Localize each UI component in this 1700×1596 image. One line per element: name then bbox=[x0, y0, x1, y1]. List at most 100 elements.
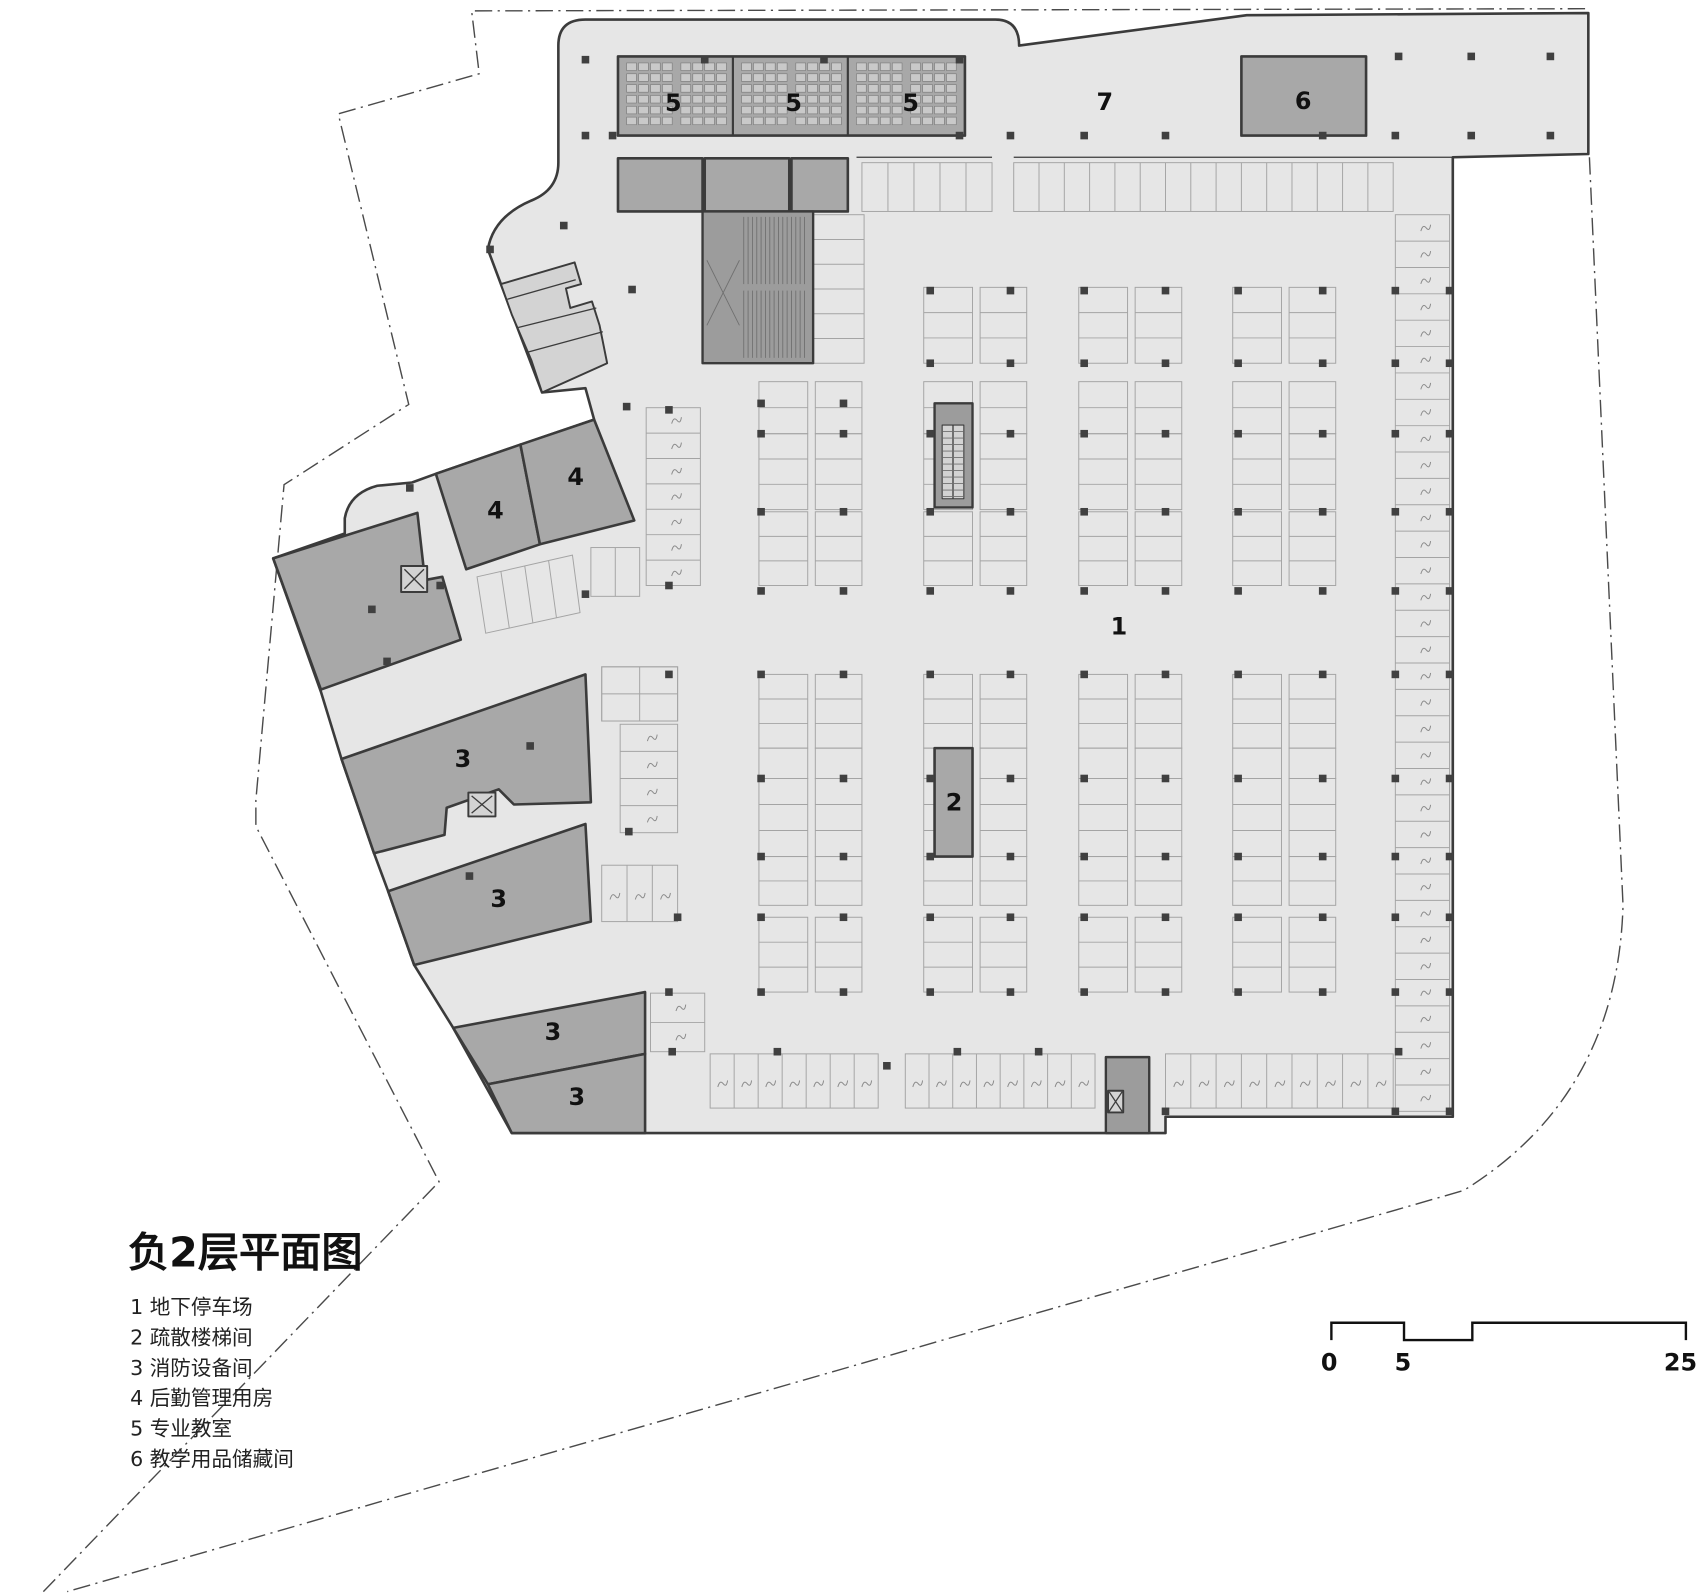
stall-marker-icon bbox=[1198, 1080, 1210, 1088]
classroom-desk bbox=[777, 116, 788, 126]
structural-column bbox=[1445, 587, 1454, 595]
stair-icon bbox=[706, 216, 805, 358]
classroom-desk bbox=[662, 95, 673, 104]
structural-column bbox=[1234, 670, 1242, 679]
stall-marker-icon bbox=[1350, 1080, 1362, 1088]
stall-marker-icon bbox=[1420, 646, 1432, 654]
plan-title: 负2层平面图 bbox=[128, 1228, 363, 1276]
classroom-desk bbox=[807, 73, 818, 82]
parking-stall-block bbox=[1288, 511, 1337, 586]
room-label-logistics: 4 bbox=[567, 463, 584, 491]
structural-column bbox=[955, 55, 964, 64]
classroom-desk bbox=[922, 105, 933, 115]
parking-stall-block bbox=[1288, 433, 1337, 511]
stall-marker-icon bbox=[765, 1080, 777, 1088]
structural-column bbox=[526, 742, 534, 750]
stall-marker-icon bbox=[1078, 1080, 1090, 1088]
structural-column bbox=[955, 131, 964, 140]
structural-column bbox=[1445, 852, 1454, 861]
classroom-desk bbox=[704, 105, 715, 115]
structural-column bbox=[926, 286, 935, 295]
classroom-desk bbox=[680, 116, 691, 126]
stall-marker-icon bbox=[671, 417, 682, 424]
structural-column bbox=[1394, 52, 1403, 61]
parking-stall-block bbox=[1232, 916, 1282, 993]
classroom-desk bbox=[753, 73, 764, 82]
structural-column bbox=[1318, 507, 1327, 516]
structural-column bbox=[1318, 359, 1327, 368]
structural-column bbox=[757, 988, 765, 996]
classroom-desk bbox=[880, 84, 891, 93]
structural-column bbox=[1234, 507, 1242, 516]
parking-stall-block bbox=[1288, 916, 1337, 993]
classroom-desk bbox=[777, 62, 788, 71]
structural-column bbox=[757, 852, 765, 861]
stall-marker-icon bbox=[646, 761, 658, 769]
structural-column bbox=[581, 590, 590, 598]
structural-column bbox=[1034, 1047, 1043, 1056]
stall-marker-icon bbox=[1420, 910, 1432, 917]
stall-marker-icon bbox=[1420, 593, 1432, 601]
structural-column bbox=[1161, 286, 1170, 295]
classroom-desk bbox=[741, 73, 752, 82]
classroom-desk bbox=[704, 84, 715, 93]
structural-column bbox=[926, 774, 935, 783]
classroom-desk bbox=[777, 84, 788, 93]
structural-column bbox=[1318, 286, 1327, 295]
classroom-desk bbox=[680, 95, 691, 104]
classroom-desk bbox=[795, 116, 806, 126]
classroom-desk bbox=[910, 73, 921, 82]
structural-column bbox=[1080, 429, 1088, 438]
structural-column bbox=[1080, 587, 1088, 595]
classroom-desk bbox=[741, 95, 752, 104]
stall-marker-icon bbox=[675, 1033, 687, 1041]
classroom-desk bbox=[765, 95, 776, 104]
structural-column bbox=[1161, 670, 1170, 679]
structural-column bbox=[1080, 507, 1088, 516]
structural-column bbox=[383, 657, 391, 666]
room-label-fire: 3 bbox=[568, 1083, 585, 1111]
classroom-desk bbox=[716, 62, 727, 71]
classroom-desk bbox=[910, 95, 921, 104]
classroom-desk bbox=[868, 116, 879, 126]
parking-stall-block bbox=[1232, 433, 1282, 511]
structural-column bbox=[1391, 774, 1400, 783]
stall-marker-icon bbox=[717, 1080, 729, 1088]
structural-column bbox=[1006, 286, 1015, 295]
stall-marker-icon bbox=[1420, 435, 1432, 443]
structural-column bbox=[757, 670, 765, 679]
stall-marker-icon bbox=[660, 892, 671, 900]
structural-column bbox=[1391, 852, 1400, 861]
classroom-desk bbox=[819, 116, 830, 126]
structural-column bbox=[839, 988, 848, 996]
stall-marker-icon bbox=[1054, 1080, 1066, 1088]
structural-column bbox=[1080, 359, 1088, 368]
classroom-desk bbox=[680, 105, 691, 115]
classroom-desk bbox=[831, 73, 842, 82]
stall-marker-icon bbox=[671, 493, 682, 500]
stall-marker-icon bbox=[1299, 1080, 1311, 1088]
toilet-partition bbox=[526, 331, 603, 354]
structural-column bbox=[1234, 286, 1242, 295]
classroom-desk bbox=[880, 62, 891, 71]
classroom-desk bbox=[650, 84, 661, 93]
classroom-desk bbox=[891, 62, 903, 71]
stall-marker-icon bbox=[1420, 514, 1432, 522]
classroom-desk bbox=[662, 116, 673, 126]
stall-marker-icon bbox=[1249, 1080, 1260, 1088]
classroom-desk bbox=[795, 62, 806, 71]
stall-marker-icon bbox=[609, 892, 621, 900]
parking-stall-block bbox=[814, 916, 863, 993]
structural-column bbox=[926, 852, 935, 861]
structural-column bbox=[839, 429, 848, 438]
parking-stall-block bbox=[645, 407, 701, 586]
structural-column bbox=[1006, 774, 1015, 783]
stall-marker-icon bbox=[1420, 804, 1432, 812]
structural-column bbox=[839, 670, 848, 679]
structural-column bbox=[368, 605, 376, 614]
structural-column bbox=[1161, 988, 1170, 996]
classroom-desk bbox=[946, 84, 957, 93]
classroom-desk bbox=[807, 116, 818, 126]
room-label-logistics: 4 bbox=[487, 497, 504, 525]
structural-column bbox=[1080, 774, 1088, 783]
